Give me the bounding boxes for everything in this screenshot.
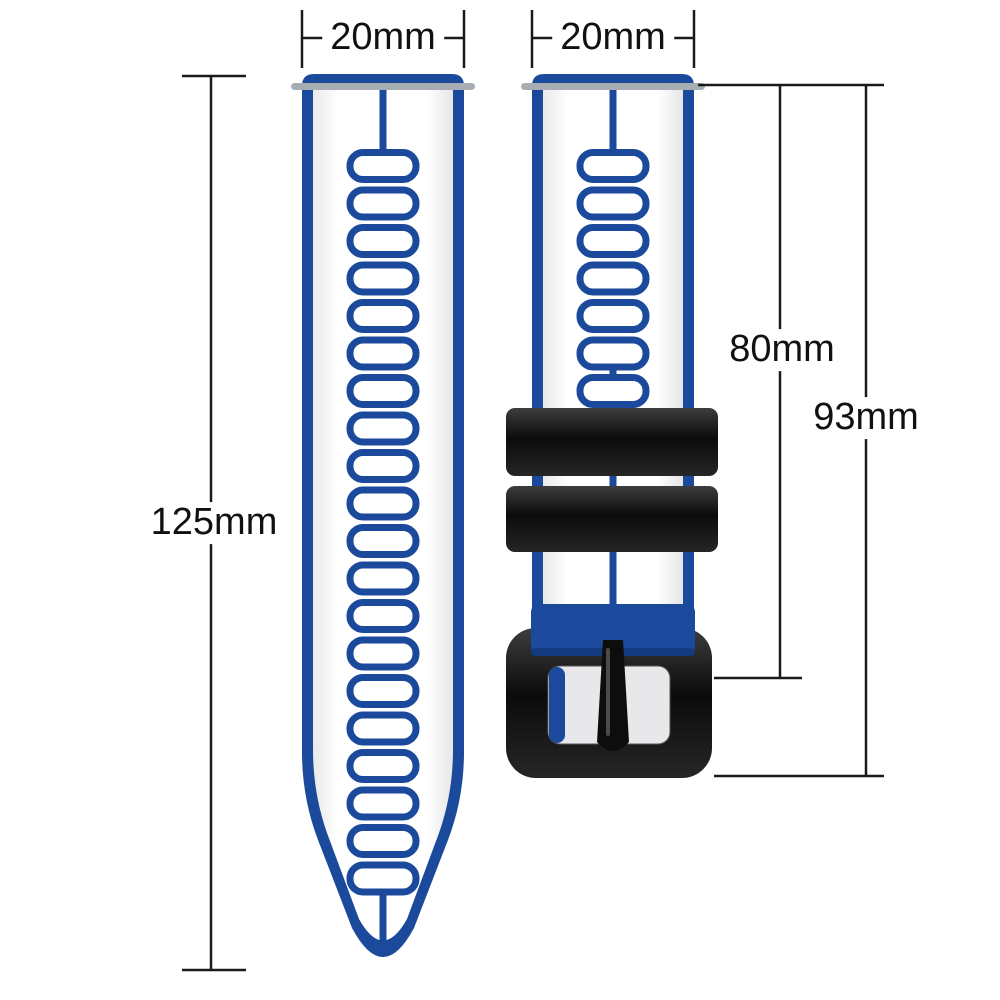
dim-label-length-right-partial: 80mm (721, 328, 843, 371)
keeper-loop-bottom (506, 486, 718, 552)
right-strap-holes (580, 153, 646, 405)
right-strap (506, 74, 718, 778)
keeper-loop-top (506, 408, 718, 476)
dim-label-length-left: 125mm (142, 501, 286, 544)
left-strap (291, 74, 475, 957)
strap-fold-over-buckle (531, 604, 695, 656)
dim-length-right-partial (698, 83, 884, 680)
buckle-prong (597, 640, 629, 751)
buckle-opening-strap-edge (549, 667, 565, 743)
buckle-prong-highlight (606, 648, 610, 736)
dim-label-length-right-total: 93mm (805, 396, 927, 439)
buckle (506, 604, 712, 778)
left-spring-bar (291, 83, 475, 90)
right-spring-bar (521, 83, 705, 90)
dim-label-width-left: 20mm (322, 16, 444, 59)
dim-label-width-right: 20mm (552, 16, 674, 59)
